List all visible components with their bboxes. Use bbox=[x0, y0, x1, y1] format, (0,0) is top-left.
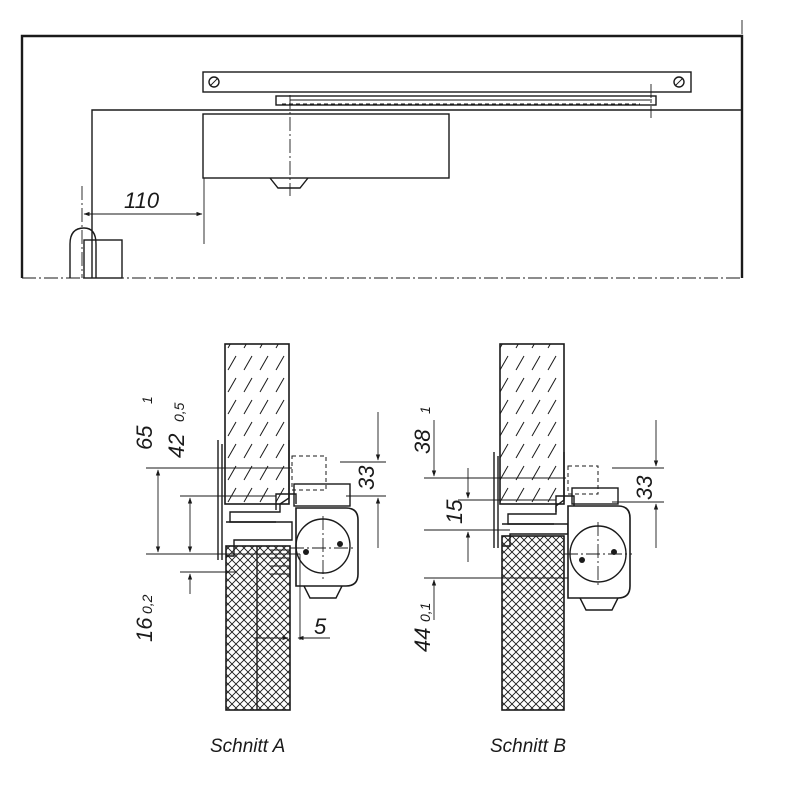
frame-profile-a bbox=[217, 343, 290, 560]
dim-15-label: 15 bbox=[442, 499, 467, 524]
dim-33-b-label: 33 bbox=[632, 475, 657, 500]
slide-rail bbox=[202, 71, 692, 106]
top-view: 110 bbox=[20, 20, 744, 279]
dim-16-tolerance: 0,2 bbox=[139, 594, 155, 614]
dimension-110: 110 bbox=[83, 178, 205, 244]
closer-unit-b bbox=[564, 505, 632, 611]
dim-42-label: 42 bbox=[164, 434, 189, 458]
dim-44-tolerance: 0,1 bbox=[417, 603, 433, 622]
closer-unit-a bbox=[270, 507, 359, 599]
dim-44-label: 44 bbox=[410, 628, 435, 652]
section-a: 65 1 42 0,5 33 16 0,2 5 Schnitt A bbox=[132, 343, 386, 757]
dim-110-label: 110 bbox=[124, 188, 160, 213]
dim-38-tolerance: 1 bbox=[417, 406, 433, 414]
mount-plate-b bbox=[502, 465, 619, 547]
dim-33-a-label: 33 bbox=[354, 465, 379, 490]
frame-profile-b bbox=[493, 343, 565, 548]
section-b-caption: Schnitt B bbox=[490, 736, 566, 757]
dim-16-label: 16 bbox=[132, 617, 157, 642]
closer-body bbox=[202, 84, 652, 196]
dimensions-a: 65 1 42 0,5 33 16 0,2 5 bbox=[132, 396, 386, 642]
hinge-knuckle bbox=[69, 186, 123, 279]
mount-plate-a bbox=[226, 455, 351, 557]
dim-65-label: 65 bbox=[132, 425, 157, 450]
dim-38-label: 38 bbox=[410, 429, 435, 454]
door-leaf-b bbox=[501, 535, 565, 711]
frame-outline bbox=[20, 20, 744, 279]
dim-65-tolerance: 1 bbox=[139, 396, 155, 404]
dim-42-tolerance: 0,5 bbox=[171, 402, 187, 422]
dimensions-b: 38 1 15 33 44 0,1 bbox=[410, 406, 664, 652]
door-leaf-a bbox=[225, 545, 291, 711]
section-a-caption: Schnitt A bbox=[210, 736, 285, 757]
dim-5-label: 5 bbox=[314, 614, 327, 639]
door-leaf-outline bbox=[91, 109, 742, 278]
section-b: 38 1 15 33 44 0,1 Schnitt B bbox=[410, 343, 664, 757]
